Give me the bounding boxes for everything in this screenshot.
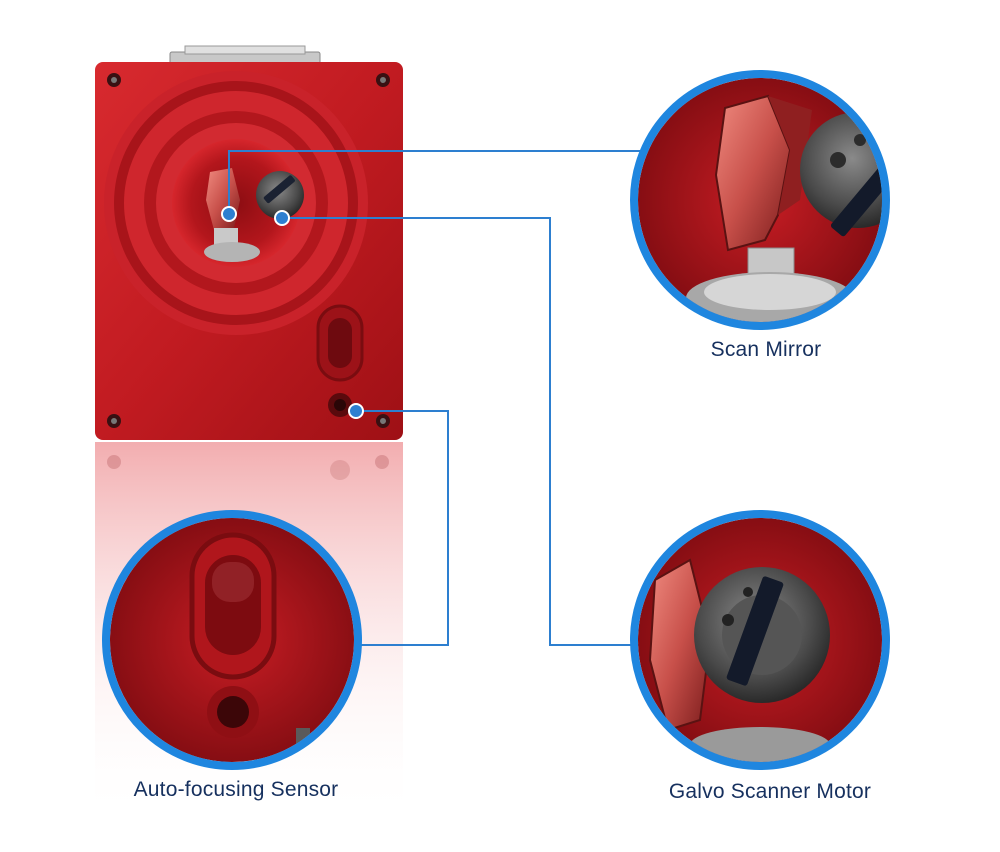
scan-mirror-label: Scan Mirror [710, 338, 822, 361]
autofocus-marker [348, 403, 364, 419]
galvo-scanner-motor-label: Galvo Scanner Motor [668, 780, 872, 803]
callout-line-scan-mirror [228, 150, 640, 214]
galvo-motor-small [256, 171, 304, 219]
callout-markers [221, 206, 364, 419]
corner-screws [107, 73, 390, 428]
auto-focusing-sensor-label: Auto-focusing Sensor [133, 778, 339, 801]
zoom-galvo-motor [630, 510, 890, 770]
callout-lines [228, 150, 640, 646]
galvo-head-body [95, 45, 403, 440]
zoom-autofocus-sensor [102, 510, 362, 770]
callout-line-galvo-motor [282, 217, 640, 646]
galvo-motor-marker [274, 210, 290, 226]
scan-mirror-marker [221, 206, 237, 222]
autofocus-window-small [316, 304, 364, 417]
zoom-scan-mirror [630, 70, 890, 330]
callout-line-autofocus [356, 410, 449, 646]
